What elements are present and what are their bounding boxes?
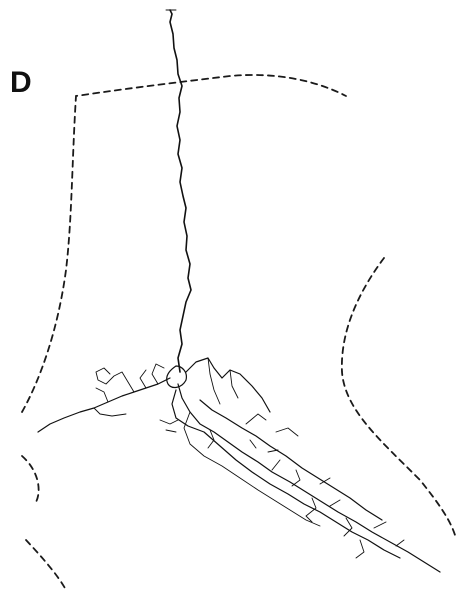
boundary-left-lower-curve [22,456,39,502]
dendrite-descending-3 [200,400,382,520]
panel-label: D [10,66,32,99]
boundary-right-curve [342,258,455,535]
dendrite-left-main [38,378,170,432]
boundary-left-bottom-curve [26,540,66,590]
neuron-tracing [38,10,440,572]
dendrite-spines-cluster-b [306,498,404,558]
dendrite-upper-loop [186,358,270,412]
dendrite-descending-4 [184,412,320,526]
dendrite-left-branch-3 [140,364,164,388]
ascending-axon [170,10,191,372]
dendrite-descending-2 [172,390,400,558]
dendrite-lateral-fine-branches [246,414,330,484]
dendrite-left-branch-1 [96,368,134,392]
region-boundaries [22,75,455,590]
dendrite-left-branch-2 [94,388,126,416]
boundary-top-outline [22,75,346,412]
dendrite-descending-main [178,384,440,572]
soma-cluster [167,366,187,387]
